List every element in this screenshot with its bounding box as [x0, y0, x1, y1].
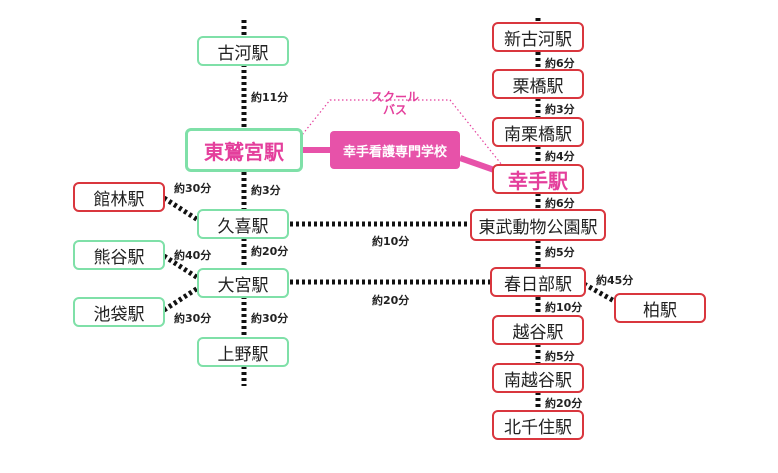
station-shinkoga: 新古河駅: [492, 22, 584, 52]
station-tatebayashi: 館林駅: [73, 182, 165, 212]
station-kurihashi: 栗橋駅: [492, 69, 584, 99]
station-kumagaya: 熊谷駅: [73, 240, 165, 270]
time-shinkoga-kurihashi: 約6分: [545, 57, 575, 70]
track-kumagaya-omiya: [162, 253, 200, 281]
time-omiya-ueno: 約30分: [251, 312, 289, 325]
station-koshigaya: 越谷駅: [492, 315, 584, 345]
station-higashiwashinomiya: 東鷲宮駅: [185, 128, 303, 172]
station-minamikoshigaya: 南越谷駅: [492, 363, 584, 393]
station-koga: 古河駅: [197, 36, 289, 66]
track-kasukabe-kashiwa: [582, 281, 618, 305]
track-tatebayashi-kuki: [162, 195, 200, 223]
time-tatebayashi-kuki: 約30分: [174, 182, 212, 195]
school-bus-label: スクール バス: [370, 90, 419, 117]
station-ueno: 上野駅: [197, 337, 289, 367]
time-koshigaya-minamikoshigaya: 約5分: [545, 350, 575, 363]
station-kuki: 久喜駅: [197, 209, 289, 239]
school-box: 幸手看護専門学校: [330, 131, 460, 169]
time-kuki-omiya: 約20分: [251, 245, 289, 258]
time-kumagaya-omiya: 約40分: [174, 249, 212, 262]
station-kitasenju: 北千住駅: [492, 410, 584, 440]
station-kashiwa: 柏駅: [614, 293, 706, 323]
bus-route-dotted: [289, 99, 511, 176]
time-kasukabe-koshigaya: 約10分: [545, 301, 583, 314]
time-ikebukuro-omiya: 約30分: [174, 312, 212, 325]
time-tobudobutsukoen-kasukabe: 約5分: [545, 246, 575, 259]
track-ikebukuro-omiya: [162, 285, 200, 313]
time-minamikurihashi-satte: 約4分: [545, 150, 575, 163]
time-omiya-kasukabe: 約20分: [372, 294, 410, 307]
station-ikebukuro: 池袋駅: [73, 297, 165, 327]
time-kurihashi-minamikurihashi: 約3分: [545, 103, 575, 116]
time-higashiwashinomiya-kuki: 約3分: [251, 184, 281, 197]
station-tobudobutsukoen: 東武動物公園駅: [470, 209, 606, 241]
time-koga-higashiwashinomiya: 約11分: [251, 91, 289, 104]
station-minamikurihashi: 南栗橋駅: [492, 117, 584, 147]
station-satte: 幸手駅: [492, 164, 584, 194]
time-minamikoshigaya-kitasenju: 約20分: [545, 397, 583, 410]
time-kuki-tobudobutsukoen: 約10分: [372, 235, 410, 248]
station-kasukabe: 春日部駅: [490, 267, 586, 297]
time-kasukabe-kashiwa: 約45分: [596, 274, 634, 287]
station-omiya: 大宮駅: [197, 268, 289, 298]
time-satte-tobudobutsukoen: 約6分: [545, 197, 575, 210]
